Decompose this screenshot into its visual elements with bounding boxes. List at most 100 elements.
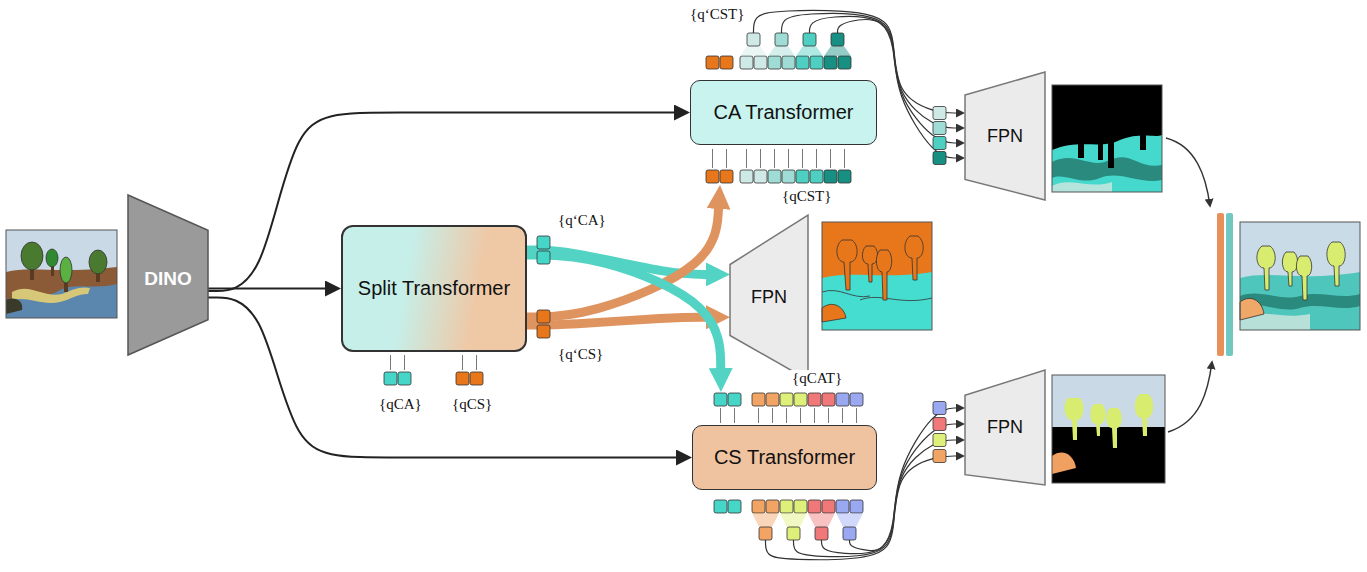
query-token [831, 33, 844, 46]
query-token [933, 402, 946, 415]
illustration-part [1240, 298, 1264, 320]
query-token [740, 170, 753, 183]
illustration-part [6, 298, 22, 314]
query-token [933, 152, 946, 165]
illustration-part [1052, 85, 1162, 192]
illustration-part [1090, 404, 1105, 436]
query-token [706, 56, 719, 69]
illustration-part [6, 230, 117, 318]
token-tick [814, 408, 815, 423]
illustration-part [1282, 252, 1297, 286]
token-merge-shade [740, 46, 767, 56]
illustration-part [6, 284, 117, 318]
query-token [384, 372, 397, 385]
query-token [815, 527, 828, 540]
query-token [822, 393, 835, 406]
query-token [810, 170, 823, 183]
query-token [822, 500, 835, 513]
token-tick [774, 149, 775, 168]
illustration-part [1106, 408, 1121, 448]
token-tick [746, 149, 747, 168]
transformer-box: CA Transformer [690, 80, 877, 145]
query-token [537, 310, 550, 323]
token-merge-shade [808, 513, 835, 527]
input-image [6, 230, 117, 318]
query-token [836, 500, 849, 513]
illustration-part [822, 272, 932, 330]
query-label: {q‘CA} [556, 212, 608, 229]
illustration-part [46, 249, 58, 267]
query-token [810, 56, 823, 69]
query-label: {qCST} [780, 188, 833, 205]
query-token [720, 170, 733, 183]
illustration-part [1135, 394, 1153, 436]
token-tick [390, 355, 391, 370]
node-label: FPN [987, 126, 1023, 147]
query-token [836, 393, 849, 406]
split-mask-image [822, 222, 932, 330]
fpn-trapezoid: FPN [965, 72, 1045, 200]
query-token [933, 122, 946, 135]
token-tick [802, 149, 803, 168]
token-tick [760, 149, 761, 168]
cs-mask-image [1052, 375, 1165, 483]
query-token [714, 500, 727, 513]
query-token [808, 500, 821, 513]
illustration-part [1052, 157, 1162, 181]
query-token [796, 170, 809, 183]
query-token [843, 527, 856, 540]
query-token [768, 170, 781, 183]
token-tick [800, 408, 801, 423]
node-label: Split Transformer [358, 277, 510, 300]
node-label: FPN [987, 417, 1023, 438]
query-token [740, 56, 753, 69]
query-token [754, 170, 767, 183]
query-label: {qCA} [377, 396, 424, 413]
illustration-part [1296, 256, 1311, 300]
illustration-part [837, 240, 857, 290]
query-token [766, 500, 779, 513]
query-label: {qCAT} [790, 370, 844, 387]
query-token [796, 56, 809, 69]
query-token [398, 372, 411, 385]
query-token [838, 170, 851, 183]
illustration-part [822, 290, 870, 296]
query-token [780, 500, 793, 513]
query-token [537, 236, 550, 249]
split-transformer-box: Split Transformer [341, 225, 527, 352]
illustration-part [1052, 375, 1165, 483]
output-image [1240, 222, 1360, 330]
query-token [728, 393, 741, 406]
illustration-part [1240, 222, 1360, 330]
query-token [714, 393, 727, 406]
illustration-part [1240, 222, 1360, 330]
token-tick [816, 149, 817, 168]
node-outline-shape [730, 215, 808, 380]
query-token [780, 393, 793, 406]
token-tick [828, 408, 829, 423]
illustration-part [822, 222, 932, 330]
illustration-part [860, 297, 932, 300]
node-outline-shape [128, 195, 208, 355]
token-merge-shade [780, 513, 807, 527]
token-merge-shade [824, 46, 851, 56]
connector-arrow [208, 288, 328, 290]
query-token [850, 500, 863, 513]
node-label: CA Transformer [713, 101, 853, 124]
query-token [752, 500, 765, 513]
query-token [803, 33, 816, 46]
query-token [537, 325, 550, 338]
query-token [728, 500, 741, 513]
token-merge-shade [752, 513, 779, 527]
query-token [782, 170, 795, 183]
illustration-part [1240, 272, 1360, 330]
backbone-trapezoid: DINO [128, 195, 208, 355]
token-tick [830, 149, 831, 168]
token-tick [786, 408, 787, 423]
illustration-part [1078, 118, 1146, 168]
query-token [754, 56, 767, 69]
token-tick [856, 408, 857, 423]
illustration-part [1327, 242, 1345, 286]
illustration-part [1052, 452, 1076, 474]
